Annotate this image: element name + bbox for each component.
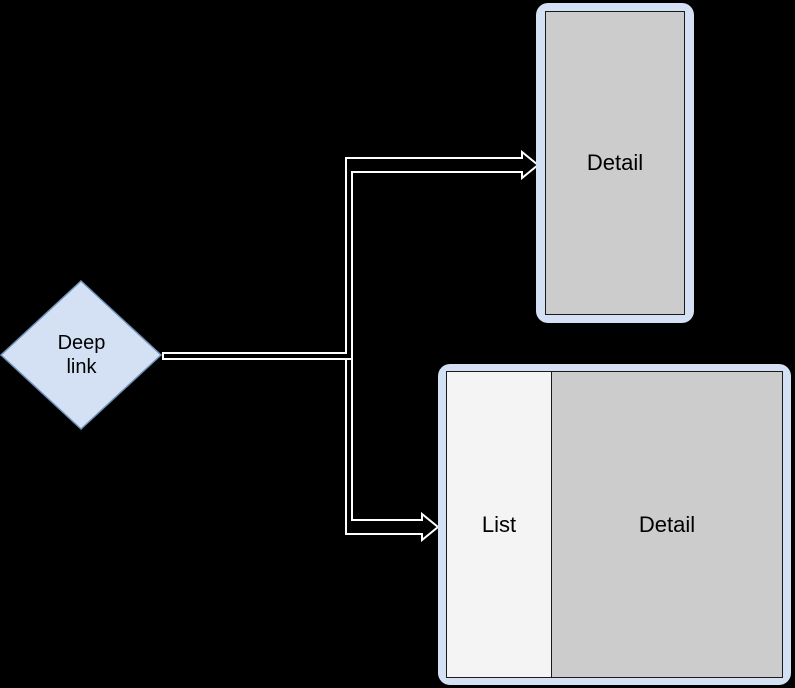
top-detail-screen: Detail	[545, 11, 685, 315]
node-top-detail-device[interactable]: Detail	[536, 3, 694, 323]
edge-deeplink-to-top-detail	[162, 149, 540, 360]
bottom-split-screen: List Detail	[446, 371, 783, 678]
top-detail-pane[interactable]: Detail	[546, 12, 684, 314]
node-bottom-split-device[interactable]: List Detail	[438, 364, 791, 685]
diamond-shape-icon	[0, 280, 163, 430]
bottom-detail-pane[interactable]: Detail	[552, 372, 782, 677]
node-deep-link[interactable]: Deep link	[0, 280, 163, 430]
node-deep-link-label-line1: Deep	[57, 332, 106, 354]
node-deep-link-label-line2: link	[66, 356, 97, 378]
node-deep-link-label: Deep link	[0, 280, 163, 430]
bottom-list-pane[interactable]: List	[447, 372, 552, 677]
edge-deeplink-to-bottom-split	[345, 358, 440, 543]
